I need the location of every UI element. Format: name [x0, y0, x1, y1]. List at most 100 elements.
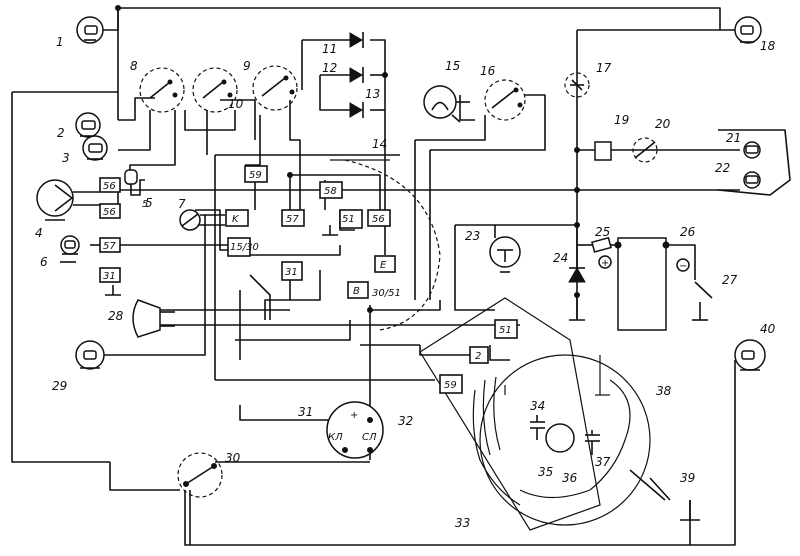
switch-14 [330, 159, 441, 331]
lamp-18 [734, 16, 762, 44]
terminal-51b: 51 [499, 325, 512, 336]
switch-20 [632, 137, 658, 163]
label-37: 37 [595, 455, 611, 469]
terminal-59a: 59 [249, 170, 262, 181]
label-18: 18 [760, 39, 776, 53]
label-24: 24 [553, 251, 568, 265]
label-35: 35 [538, 465, 553, 479]
label-39: 39 [680, 471, 695, 485]
terminal-30-51: 30/51 [372, 288, 401, 299]
label-11: 11 [322, 42, 337, 56]
label-10: 10 [228, 97, 244, 111]
label-22: 22 [715, 161, 730, 175]
lamp-29 [75, 340, 105, 370]
label-32: 32 [398, 414, 413, 428]
terminal-31b: 31 [285, 267, 298, 278]
lamp-3 [82, 135, 108, 161]
magneto-internals [479, 354, 651, 526]
terminal-51a: 51 [342, 214, 355, 225]
wires [11, 7, 740, 546]
horn-23 [489, 236, 521, 273]
label-16: 16 [480, 64, 496, 78]
switch-16 [484, 79, 526, 121]
terminal-15-30: 15/30 [230, 242, 259, 253]
terminal-56b: 56 [103, 207, 116, 218]
switch-10 [252, 65, 298, 111]
terminal-57b: 57 [286, 214, 299, 225]
label-9: 9 [243, 59, 251, 73]
lamp-22 [743, 171, 761, 189]
terminal-e: E [380, 260, 387, 271]
headlamp-4 [36, 179, 100, 221]
terminal-31: 31 [103, 271, 116, 282]
ground-symbols [60, 225, 585, 321]
label-27: 27 [722, 273, 738, 287]
terminal-2: 2 [475, 351, 481, 362]
label-25: 25 [595, 225, 610, 239]
label-8: 8 [130, 59, 138, 73]
battery-labels: + − [598, 255, 690, 272]
label-31: 31 [298, 405, 313, 419]
ignition-labels: + КЛ СЛ [328, 410, 377, 443]
label-14: 14 [372, 137, 387, 151]
label-21: 21 [726, 131, 741, 145]
lamp-15 [423, 85, 470, 123]
terminal-57a: 57 [103, 241, 116, 252]
terminal-boxes: 56 56 5 57 31 59 57 58 56 K 15/30 31 51 … [99, 165, 518, 394]
ground-39 [649, 477, 700, 521]
label-23: 23 [465, 229, 480, 243]
label-36: 36 [562, 471, 578, 485]
terminal-k: K [232, 214, 240, 225]
label-2: 2 [57, 126, 65, 140]
signal-28 [132, 299, 175, 338]
label-3: 3 [62, 151, 70, 165]
lamp-21 [717, 129, 791, 196]
label-20: 20 [655, 117, 671, 131]
label-34: 34 [530, 399, 545, 413]
label-5: 5 [145, 196, 153, 210]
relay-5 [124, 169, 145, 196]
label-29: 29 [52, 379, 67, 393]
switch-8 [139, 67, 185, 113]
ignition-kl: КЛ [328, 432, 343, 443]
junctions [115, 5, 580, 313]
switch-27 [692, 281, 713, 321]
battery-plus: + [601, 258, 609, 269]
label-6: 6 [40, 255, 48, 269]
battery-26 [614, 237, 670, 331]
relay-19 [594, 141, 612, 161]
label-30: 30 [225, 451, 241, 465]
label-15: 15 [445, 59, 460, 73]
terminal-b: B [353, 286, 360, 297]
lamp-2 [75, 112, 101, 138]
terminal-59b: 59 [444, 380, 457, 391]
diode-13 [349, 102, 364, 118]
label-28: 28 [108, 309, 124, 323]
magneto-32 [419, 297, 601, 531]
label-26: 26 [680, 225, 696, 239]
diode-12 [349, 67, 364, 83]
ignition-sl: СЛ [362, 432, 377, 443]
label-13: 13 [365, 87, 380, 101]
lamp-1 [76, 16, 104, 44]
diode-24 [568, 266, 586, 283]
label-1: 1 [56, 35, 64, 49]
label-40: 40 [760, 322, 776, 336]
diode-11 [349, 32, 364, 48]
battery-minus: − [679, 261, 687, 272]
label-38: 38 [656, 384, 672, 398]
label-12: 12 [322, 61, 337, 75]
sensor-17 [564, 72, 590, 98]
switch-9 [192, 67, 238, 113]
terminal-58: 58 [324, 186, 337, 197]
component-numbers: 1 2 3 4 5 6 7 8 9 10 11 12 13 14 15 16 1… [35, 35, 776, 530]
label-4: 4 [35, 226, 43, 240]
switch-7 [179, 209, 225, 231]
coil-33 [472, 376, 521, 506]
lamp-6 [60, 235, 80, 255]
ignition-plus: + [350, 410, 358, 421]
terminal-56a: 56 [103, 181, 116, 192]
label-17: 17 [596, 61, 612, 75]
terminal-56c: 56 [372, 214, 385, 225]
